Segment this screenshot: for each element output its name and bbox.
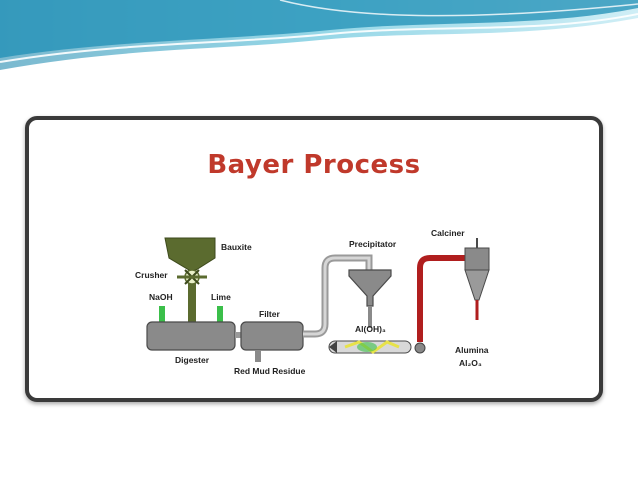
label-al2o3: Al₂O₃ bbox=[459, 358, 482, 368]
calciner-riser-pipe bbox=[417, 255, 465, 342]
label-bauxite: Bauxite bbox=[221, 242, 252, 252]
slide-title: Bayer Process bbox=[207, 150, 421, 180]
hopper-chute bbox=[188, 270, 196, 322]
bayer-process-diagram: Bauxite Crusher NaOH Lime Digester Filte… bbox=[135, 228, 490, 376]
lime-inlet bbox=[217, 306, 223, 322]
filter-vessel bbox=[240, 321, 304, 351]
label-alumina: Alumina bbox=[455, 345, 489, 355]
label-crusher: Crusher bbox=[135, 270, 168, 280]
header-wave-decoration bbox=[0, 0, 638, 70]
digester-filter-pipe bbox=[235, 332, 241, 338]
label-filter: Filter bbox=[259, 309, 280, 319]
label-red-mud-residue: Red Mud Residue bbox=[234, 366, 306, 376]
label-calciner: Calciner bbox=[431, 228, 465, 238]
kiln-fan bbox=[414, 342, 426, 354]
label-lime: Lime bbox=[211, 292, 231, 302]
calciner-cone bbox=[464, 269, 490, 301]
red-mud-outlet bbox=[255, 350, 261, 362]
label-precipitator: Precipitator bbox=[349, 239, 397, 249]
label-naoh: NaOH bbox=[149, 292, 173, 302]
slide-card: Bayer Process bbox=[25, 116, 603, 402]
precipitator-vessel bbox=[348, 269, 392, 307]
crusher-icon bbox=[177, 269, 207, 285]
digester-vessel bbox=[146, 321, 236, 351]
card-reflection bbox=[25, 404, 603, 478]
label-aloh3: Al(OH)₃ bbox=[355, 324, 386, 334]
label-digester: Digester bbox=[175, 355, 210, 365]
rotary-kiln bbox=[328, 340, 412, 354]
bauxite-hopper bbox=[164, 237, 216, 271]
calciner-top bbox=[464, 247, 490, 271]
naoh-inlet bbox=[159, 306, 165, 322]
